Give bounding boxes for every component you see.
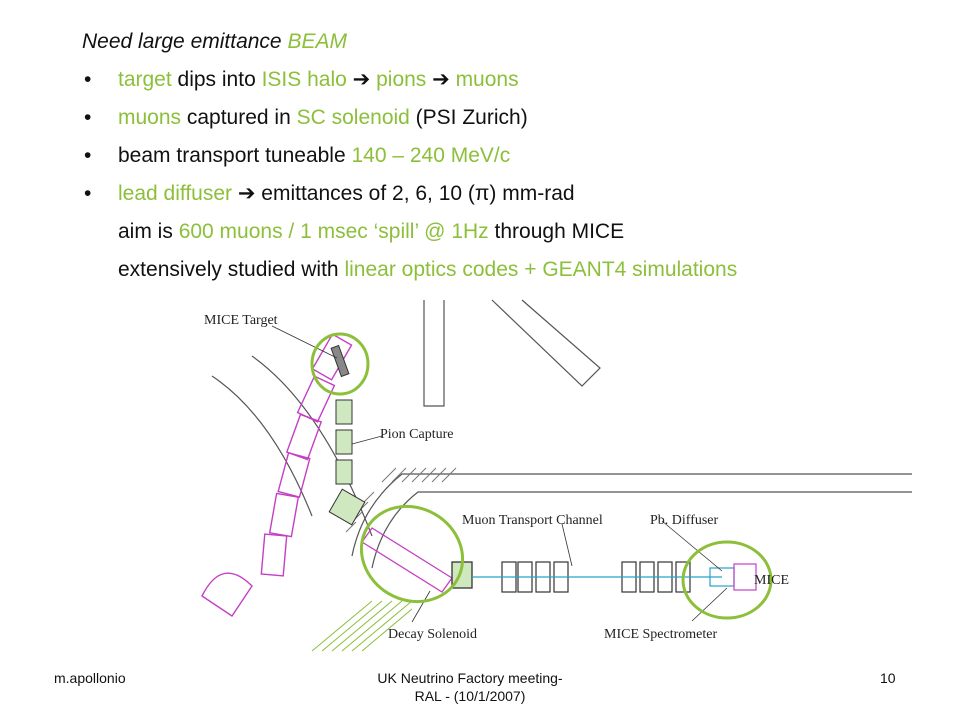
studied-codes: linear optics codes + GEANT4 simulations — [344, 258, 738, 281]
leader-lines — [271, 325, 728, 623]
label-decay-solenoid: Decay Solenoid — [388, 627, 477, 642]
field-lines — [311, 600, 413, 652]
aim-rate: 600 muons / 1 msec ‘spill’ @ 1Hz — [178, 220, 489, 243]
heading-text: Need large emittance — [82, 30, 288, 53]
slide-heading: Need large emittance BEAM — [82, 28, 347, 56]
bullet-1-pions: pions — [376, 68, 427, 91]
label-mice: MICE — [754, 573, 789, 588]
label-pb-diffuser: Pb. Diffuser — [650, 513, 719, 528]
highlight-circles — [310, 332, 773, 620]
footer-meeting: UK Neutrino Factory meeting- RAL - (10/1… — [330, 669, 610, 705]
bullet-1-isis: ISIS halo — [261, 68, 347, 91]
pion-capture-magnets — [328, 399, 366, 526]
label-mice-spectrometer: MICE Spectrometer — [604, 627, 717, 642]
footer-page-number: 10 — [880, 670, 896, 686]
heading-beam: BEAM — [287, 30, 347, 53]
arrow-icon: ➔ — [426, 68, 456, 91]
bullet-4-diffuser: lead diffuser — [118, 182, 238, 205]
bullet-4-text: emittances of 2, 6, 10 (π) mm-rad — [255, 182, 575, 205]
arrow-icon: ➔ — [237, 182, 256, 205]
building-walls — [211, 299, 912, 569]
footer-meeting-line2: RAL - (10/1/2007) — [414, 688, 526, 704]
bullet-2-text: captured in — [181, 106, 297, 129]
isis-magnets — [201, 333, 353, 617]
label-muon-transport: Muon Transport Channel — [462, 513, 603, 528]
bullet-marker: • — [84, 106, 92, 129]
bullet-3-text: beam transport tuneable — [118, 144, 352, 167]
bullet-2: muons captured in SC solenoid (PSI Zuric… — [118, 104, 528, 132]
bullet-2-solenoid: SC solenoid — [296, 106, 410, 129]
aim-line: aim is 600 muons / 1 msec ‘spill’ @ 1Hz … — [118, 218, 624, 246]
bullet-4: lead diffuser ➔ emittances of 2, 6, 10 (… — [118, 180, 575, 208]
arrow-icon: ➔ — [346, 68, 377, 91]
label-pion-capture: Pion Capture — [380, 427, 454, 442]
aim-text: aim is — [118, 220, 179, 243]
aim-target: through MICE — [488, 220, 625, 243]
bullet-3: beam transport tuneable 140 – 240 MeV/c — [118, 142, 510, 170]
footer-author: m.apollonio — [54, 670, 126, 686]
bullet-1-muons: muons — [455, 68, 519, 91]
mice-spectrometer — [709, 563, 757, 591]
label-mice-target: MICE Target — [204, 313, 278, 328]
bullet-1: target dips into ISIS halo ➔ pions ➔ muo… — [118, 66, 519, 94]
muon-transport-magnets — [472, 561, 722, 593]
bullet-2-psi: (PSI Zurich) — [409, 106, 528, 129]
bullet-1-text: dips into — [171, 68, 262, 91]
bullet-3-energy: 140 – 240 MeV/c — [351, 144, 511, 167]
studied-line: extensively studied with linear optics c… — [118, 256, 737, 284]
footer-meeting-line1: UK Neutrino Factory meeting- — [377, 670, 563, 686]
bullet-marker: • — [84, 68, 92, 91]
bullet-1-target: target — [118, 68, 172, 91]
hatched-wall — [345, 467, 457, 533]
beamline-diagram: MICE Target Pion Capture Muon Transport … — [201, 299, 912, 652]
bullet-marker: • — [84, 182, 92, 205]
bullet-2-muons: muons — [118, 106, 182, 129]
studied-text: extensively studied with — [118, 258, 345, 281]
target-assembly — [330, 344, 350, 378]
bullet-marker: • — [84, 144, 92, 167]
